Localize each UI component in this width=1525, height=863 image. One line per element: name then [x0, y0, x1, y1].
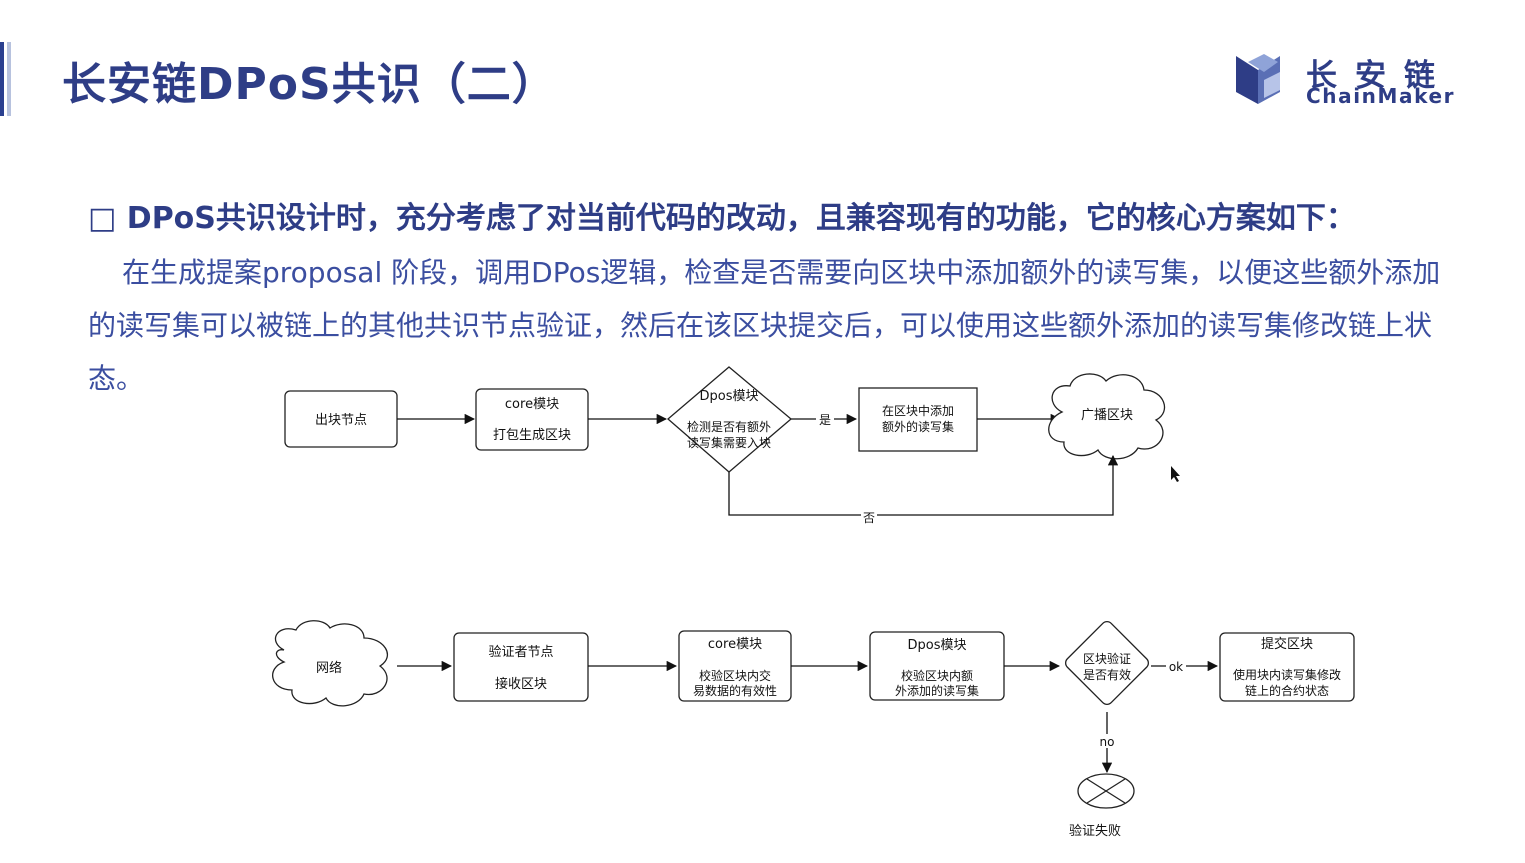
section-heading: □ DPoS共识设计时，充分考虑了对当前代码的改动，且兼容现有的功能，它的核心方…	[88, 201, 1356, 236]
flow1-no-label: 否	[863, 511, 875, 525]
flow1-node-out: 出块节点	[284, 390, 398, 448]
flow1-yes-label: 是	[819, 413, 831, 427]
svg-text:在区块中添加: 在区块中添加	[882, 403, 954, 418]
svg-text:区块验证: 区块验证	[1083, 651, 1131, 666]
flow2-commit-block: 提交区块 使用块内读写集修改 链上的合约状态	[1219, 632, 1355, 702]
accent-bar-light	[7, 42, 11, 116]
logo-mark-icon	[1236, 54, 1280, 104]
slide-title: 长安链DPoS共识（二）	[62, 59, 557, 110]
svg-text:外添加的读写集: 外添加的读写集	[895, 683, 979, 698]
flow2-fail-label: 验证失败	[1069, 823, 1121, 839]
flow1-add-rwset: 在区块中添加 额外的读写集	[858, 387, 978, 452]
flow2-fail-terminator-icon	[1077, 773, 1135, 809]
svg-text:额外的读写集: 额外的读写集	[882, 419, 954, 434]
svg-text:接收区块: 接收区块	[495, 676, 547, 692]
svg-text:Dpos模块: Dpos模块	[908, 638, 967, 653]
flow2-core-module: core模块 校验区块内交 易数据的有效性	[678, 630, 792, 702]
chainmaker-logo: 长安链 ChainMaker	[1234, 50, 1484, 110]
logo-text-cn: 长安链	[1306, 58, 1453, 94]
svg-text:链上的合约状态: 链上的合约状态	[1245, 683, 1329, 698]
mouse-cursor-icon	[1171, 466, 1180, 482]
svg-text:Dpos模块: Dpos模块	[700, 389, 759, 404]
flow1-dpos-decision: Dpos模块 检测是否有额外 读写集需要入块	[667, 366, 793, 473]
svg-text:使用块内读写集修改: 使用块内读写集修改	[1233, 667, 1341, 682]
svg-text:core模块: core模块	[708, 637, 762, 652]
flow2-ok-label: ok	[1169, 660, 1183, 674]
svg-text:校验区块内交: 校验区块内交	[699, 668, 771, 683]
svg-text:网络: 网络	[316, 660, 342, 676]
svg-text:校验区块内额: 校验区块内额	[901, 668, 973, 683]
svg-text:广播区块: 广播区块	[1081, 408, 1133, 423]
body-paragraph: 在生成提案proposal 阶段，调用DPos逻辑，检查是否需要向区块中添加额外…	[88, 256, 1441, 395]
svg-text:检测是否有额外: 检测是否有额外	[687, 419, 771, 434]
svg-text:验证者节点: 验证者节点	[488, 644, 553, 660]
svg-text:打包生成区块: 打包生成区块	[493, 428, 571, 443]
flow2-verifier-node: 验证者节点 接收区块	[453, 632, 589, 702]
flow1-broadcast-cloud: 广播区块	[1048, 373, 1166, 460]
flow2-network-cloud: 网络	[272, 620, 388, 707]
svg-text:core模块: core模块	[505, 397, 559, 412]
svg-text:读写集需要入块: 读写集需要入块	[687, 435, 771, 450]
flow2-dpos-module: Dpos模块 校验区块内额 外添加的读写集	[869, 631, 1005, 701]
svg-text:提交区块: 提交区块	[1261, 636, 1313, 652]
flow2-verify-decision: 区块验证 是否有效	[1064, 620, 1150, 706]
svg-text:是否有效: 是否有效	[1083, 667, 1131, 682]
svg-text:出块节点: 出块节点	[315, 413, 367, 428]
flow1-arrow-no	[728, 454, 1119, 516]
flow2-no-label: no	[1100, 735, 1115, 749]
flow1-core-module: core模块 打包生成区块	[475, 388, 589, 451]
logo-text-en: ChainMaker	[1306, 84, 1456, 108]
svg-text:易数据的有效性: 易数据的有效性	[693, 683, 777, 698]
accent-bar	[0, 42, 4, 116]
